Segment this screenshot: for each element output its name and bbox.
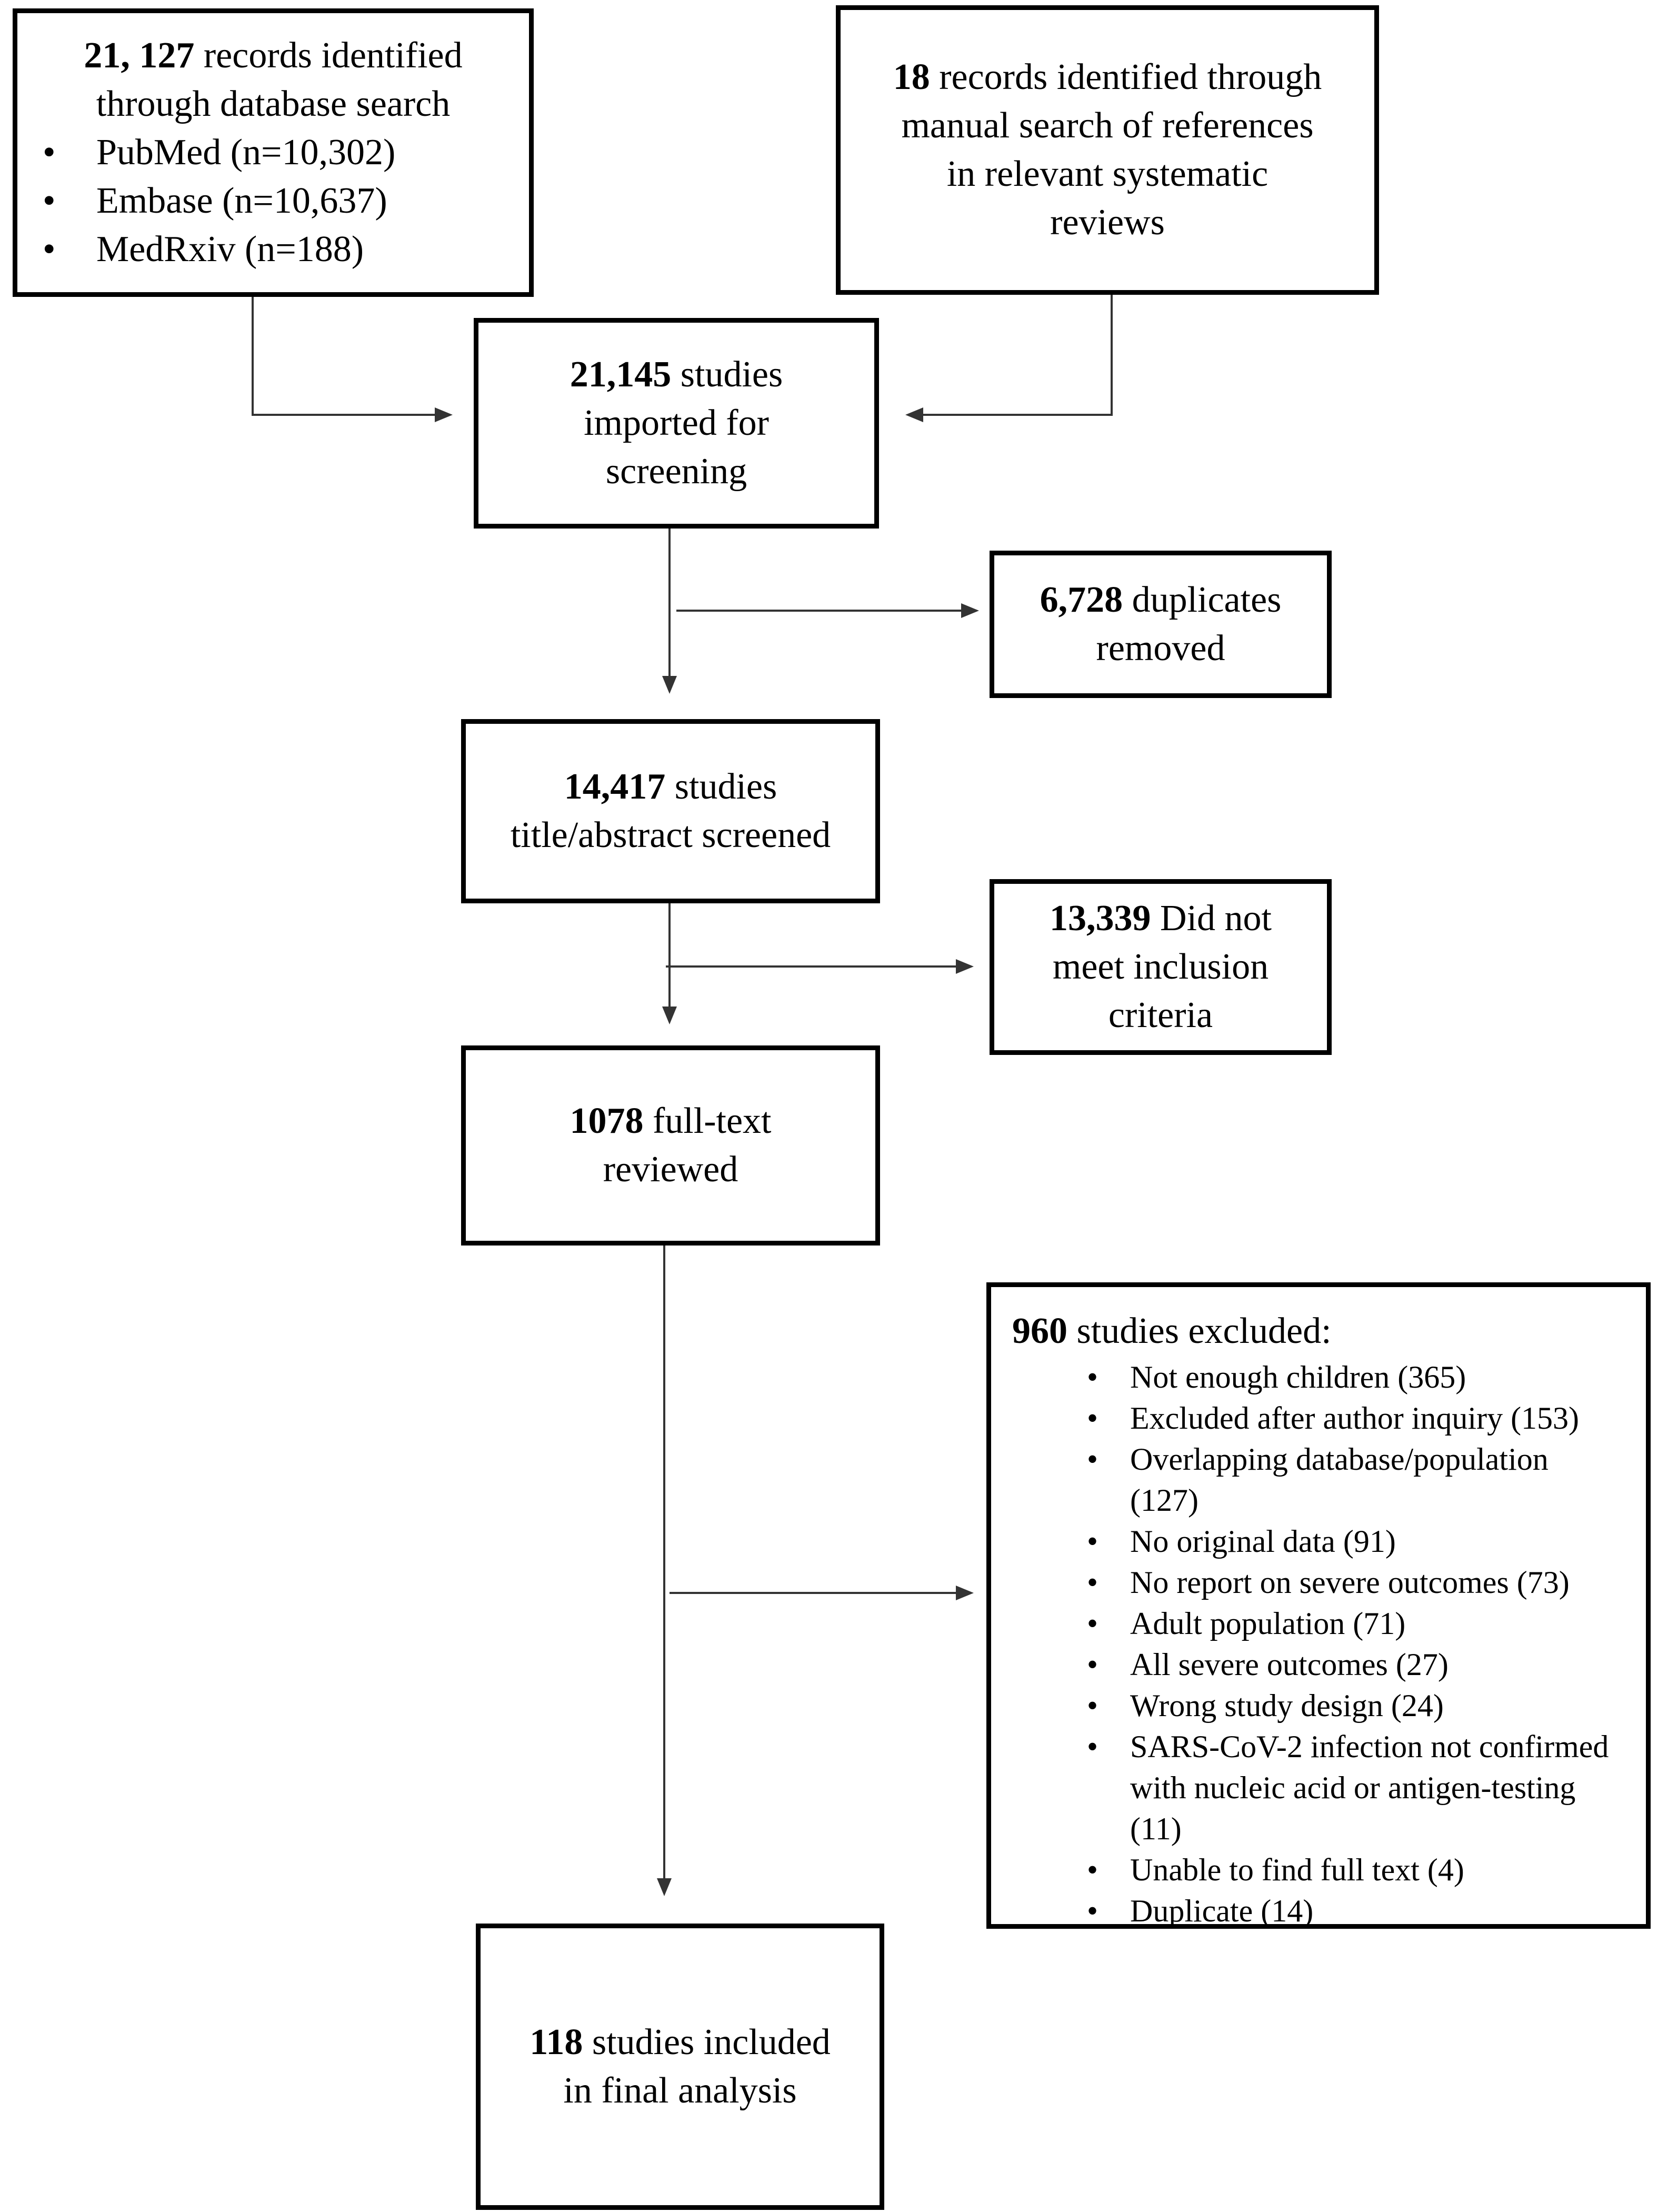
excluded-label: studies excluded:: [1067, 1311, 1332, 1351]
full-text-label-2: reviewed: [603, 1149, 738, 1190]
arrowhead-down-5: [662, 1007, 677, 1024]
arrow-manual-to-imported: [922, 295, 1113, 416]
not-meet-count: 13,339: [1050, 898, 1151, 939]
list-item: Unable to find full text (4): [1087, 1849, 1613, 1890]
database-count: 21, 127: [84, 35, 195, 76]
duplicates-count: 6,728: [1040, 580, 1123, 620]
arrowhead-right-6: [956, 959, 974, 974]
database-search-heading: 21, 127 records identified through datab…: [84, 32, 462, 128]
full-text-count: 1078: [570, 1101, 644, 1141]
imported-box: 21,145 studies imported for screening: [474, 318, 879, 529]
manual-label-3: in relevant systematic: [946, 154, 1269, 194]
list-item: Excluded after author inquiry (153): [1087, 1398, 1613, 1439]
included-count: 118: [530, 2022, 583, 2062]
manual-label-4: reviews: [1050, 202, 1165, 243]
database-source-list: PubMed (n=10,302) Embase (n=10,637) MedR…: [43, 128, 395, 274]
arrow-database-to-imported: [252, 295, 437, 416]
not-meet-label-2: meet inclusion: [1052, 946, 1269, 987]
list-item: SARS-CoV-2 infection not confirmed with …: [1087, 1726, 1613, 1849]
not-meet-label-3: criteria: [1108, 995, 1213, 1035]
list-item: Embase (n=10,637): [43, 177, 395, 225]
manual-search-box: 18 records identified through manual sea…: [836, 5, 1379, 295]
included-label-2: in final analysis: [563, 2070, 797, 2111]
arrowhead-down-3: [662, 676, 677, 694]
imported-label-1: studies: [671, 354, 783, 395]
list-item: Overlapping database/population (127): [1087, 1439, 1613, 1521]
imported-label-3: screening: [605, 451, 747, 492]
excluded-box: 960 studies excluded: Not enough childre…: [986, 1282, 1651, 1931]
included-box: 118 studies included in final analysis: [476, 1924, 884, 2210]
imported-count: 21,145: [570, 354, 672, 395]
arrowhead-right-1: [435, 407, 453, 422]
not-meet-label-1: Did not: [1151, 898, 1272, 939]
screened-label-2: title/abstract screened: [510, 815, 831, 855]
not-meet-criteria-box: 13,339 Did not meet inclusion criteria: [990, 879, 1332, 1055]
arrowhead-right-4: [961, 603, 979, 618]
list-item: No original data (91): [1087, 1521, 1613, 1562]
arrowhead-right-8: [956, 1586, 974, 1600]
manual-count: 18: [893, 57, 930, 97]
screened-label-1: studies: [665, 766, 777, 807]
duplicates-box: 6,728 duplicates removed: [990, 551, 1332, 698]
list-item: No report on severe outcomes (73): [1087, 1562, 1613, 1603]
included-label-1: studies included: [583, 2022, 831, 2062]
list-item: PubMed (n=10,302): [43, 128, 395, 177]
screened-count: 14,417: [564, 766, 666, 807]
list-item: Not enough children (365): [1087, 1357, 1613, 1398]
duplicates-label-1: duplicates: [1123, 580, 1282, 620]
list-item: Adult population (71): [1087, 1603, 1613, 1644]
list-item: MedRxiv (n=188): [43, 225, 395, 274]
database-label-2: through database search: [96, 84, 451, 124]
screened-box: 14,417 studies title/abstract screened: [461, 719, 880, 903]
duplicates-label-2: removed: [1096, 628, 1225, 669]
manual-label-2: manual search of references: [901, 105, 1314, 146]
arrowhead-down-7: [657, 1878, 672, 1896]
arrowhead-left-2: [905, 407, 923, 422]
exclusion-reason-list: Not enough children (365) Excluded after…: [1087, 1357, 1613, 1931]
list-item: Wrong study design (24): [1087, 1685, 1613, 1726]
full-text-box: 1078 full-text reviewed: [461, 1045, 880, 1246]
excluded-count: 960: [1012, 1311, 1067, 1351]
list-item: Duplicate (14): [1087, 1890, 1613, 1931]
full-text-label-1: full-text: [643, 1101, 772, 1141]
list-item: All severe outcomes (27): [1087, 1644, 1613, 1685]
database-search-box: 21, 127 records identified through datab…: [13, 8, 534, 297]
imported-label-2: imported for: [584, 403, 769, 443]
excluded-heading: 960 studies excluded:: [1012, 1308, 1332, 1354]
manual-label-1: records identified through: [930, 57, 1322, 97]
database-label-1: records identified: [194, 35, 463, 76]
